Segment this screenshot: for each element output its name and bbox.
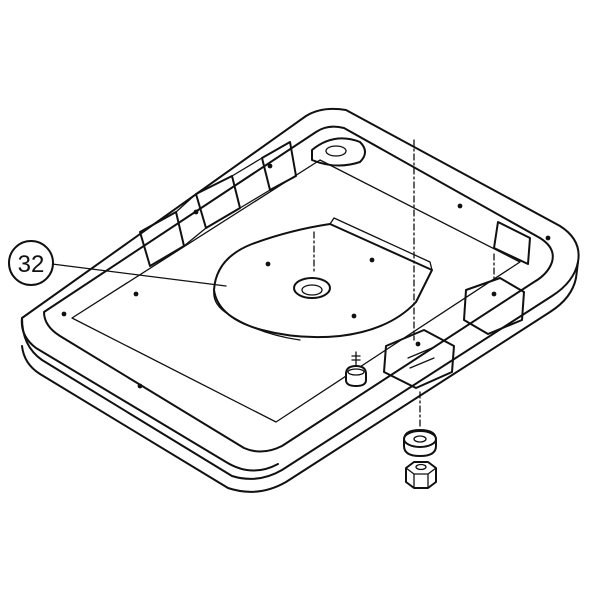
plate-hole-3 <box>369 257 375 263</box>
screw-head <box>345 365 367 387</box>
rim-hole-1 <box>133 291 139 297</box>
callout-32-leader <box>51 263 227 287</box>
washer <box>403 429 437 457</box>
tray-floor-edge <box>71 159 521 423</box>
left-rib <box>175 157 271 247</box>
screw <box>345 351 367 387</box>
plate-hole-1 <box>265 261 271 267</box>
right-pocket-1 <box>493 221 531 265</box>
rim-hole-4 <box>457 203 463 209</box>
tab-hole-1 <box>491 291 497 297</box>
turntable-plate <box>213 217 433 341</box>
tray-skirt <box>20 317 279 472</box>
plate-underside <box>213 289 301 341</box>
axis-lines <box>313 139 495 429</box>
hex-nut <box>405 461 437 489</box>
nut-hole <box>415 463 427 471</box>
rim-hole-5 <box>545 235 551 241</box>
rim-hole-3 <box>267 163 273 169</box>
tab-hole-2 <box>415 341 421 347</box>
callout-32: 32 <box>8 240 227 287</box>
callout-32-circle <box>8 240 54 286</box>
rear-post-hole <box>325 145 347 157</box>
plate-flange <box>329 217 433 271</box>
screw-head-top <box>347 368 365 376</box>
tray-inner-rim <box>43 125 554 453</box>
rim-hole-2 <box>193 209 199 215</box>
washer-top <box>403 430 437 448</box>
plate-hole-2 <box>351 313 357 319</box>
right-tab-front <box>463 277 525 335</box>
tray-skirt-right <box>21 261 579 493</box>
rim-hole-6 <box>61 311 67 317</box>
callout-32-label: 32 <box>18 251 45 278</box>
center-tab-front <box>383 329 455 389</box>
washer-hole <box>413 435 427 443</box>
rear-post <box>311 137 366 167</box>
plate-center-hole-inner <box>301 284 323 296</box>
nut-body <box>405 461 437 489</box>
rim-hole-7 <box>137 383 143 389</box>
center-tab-slot <box>407 347 435 369</box>
nut-top-face <box>405 467 437 489</box>
left-pocket-3 <box>261 141 297 191</box>
